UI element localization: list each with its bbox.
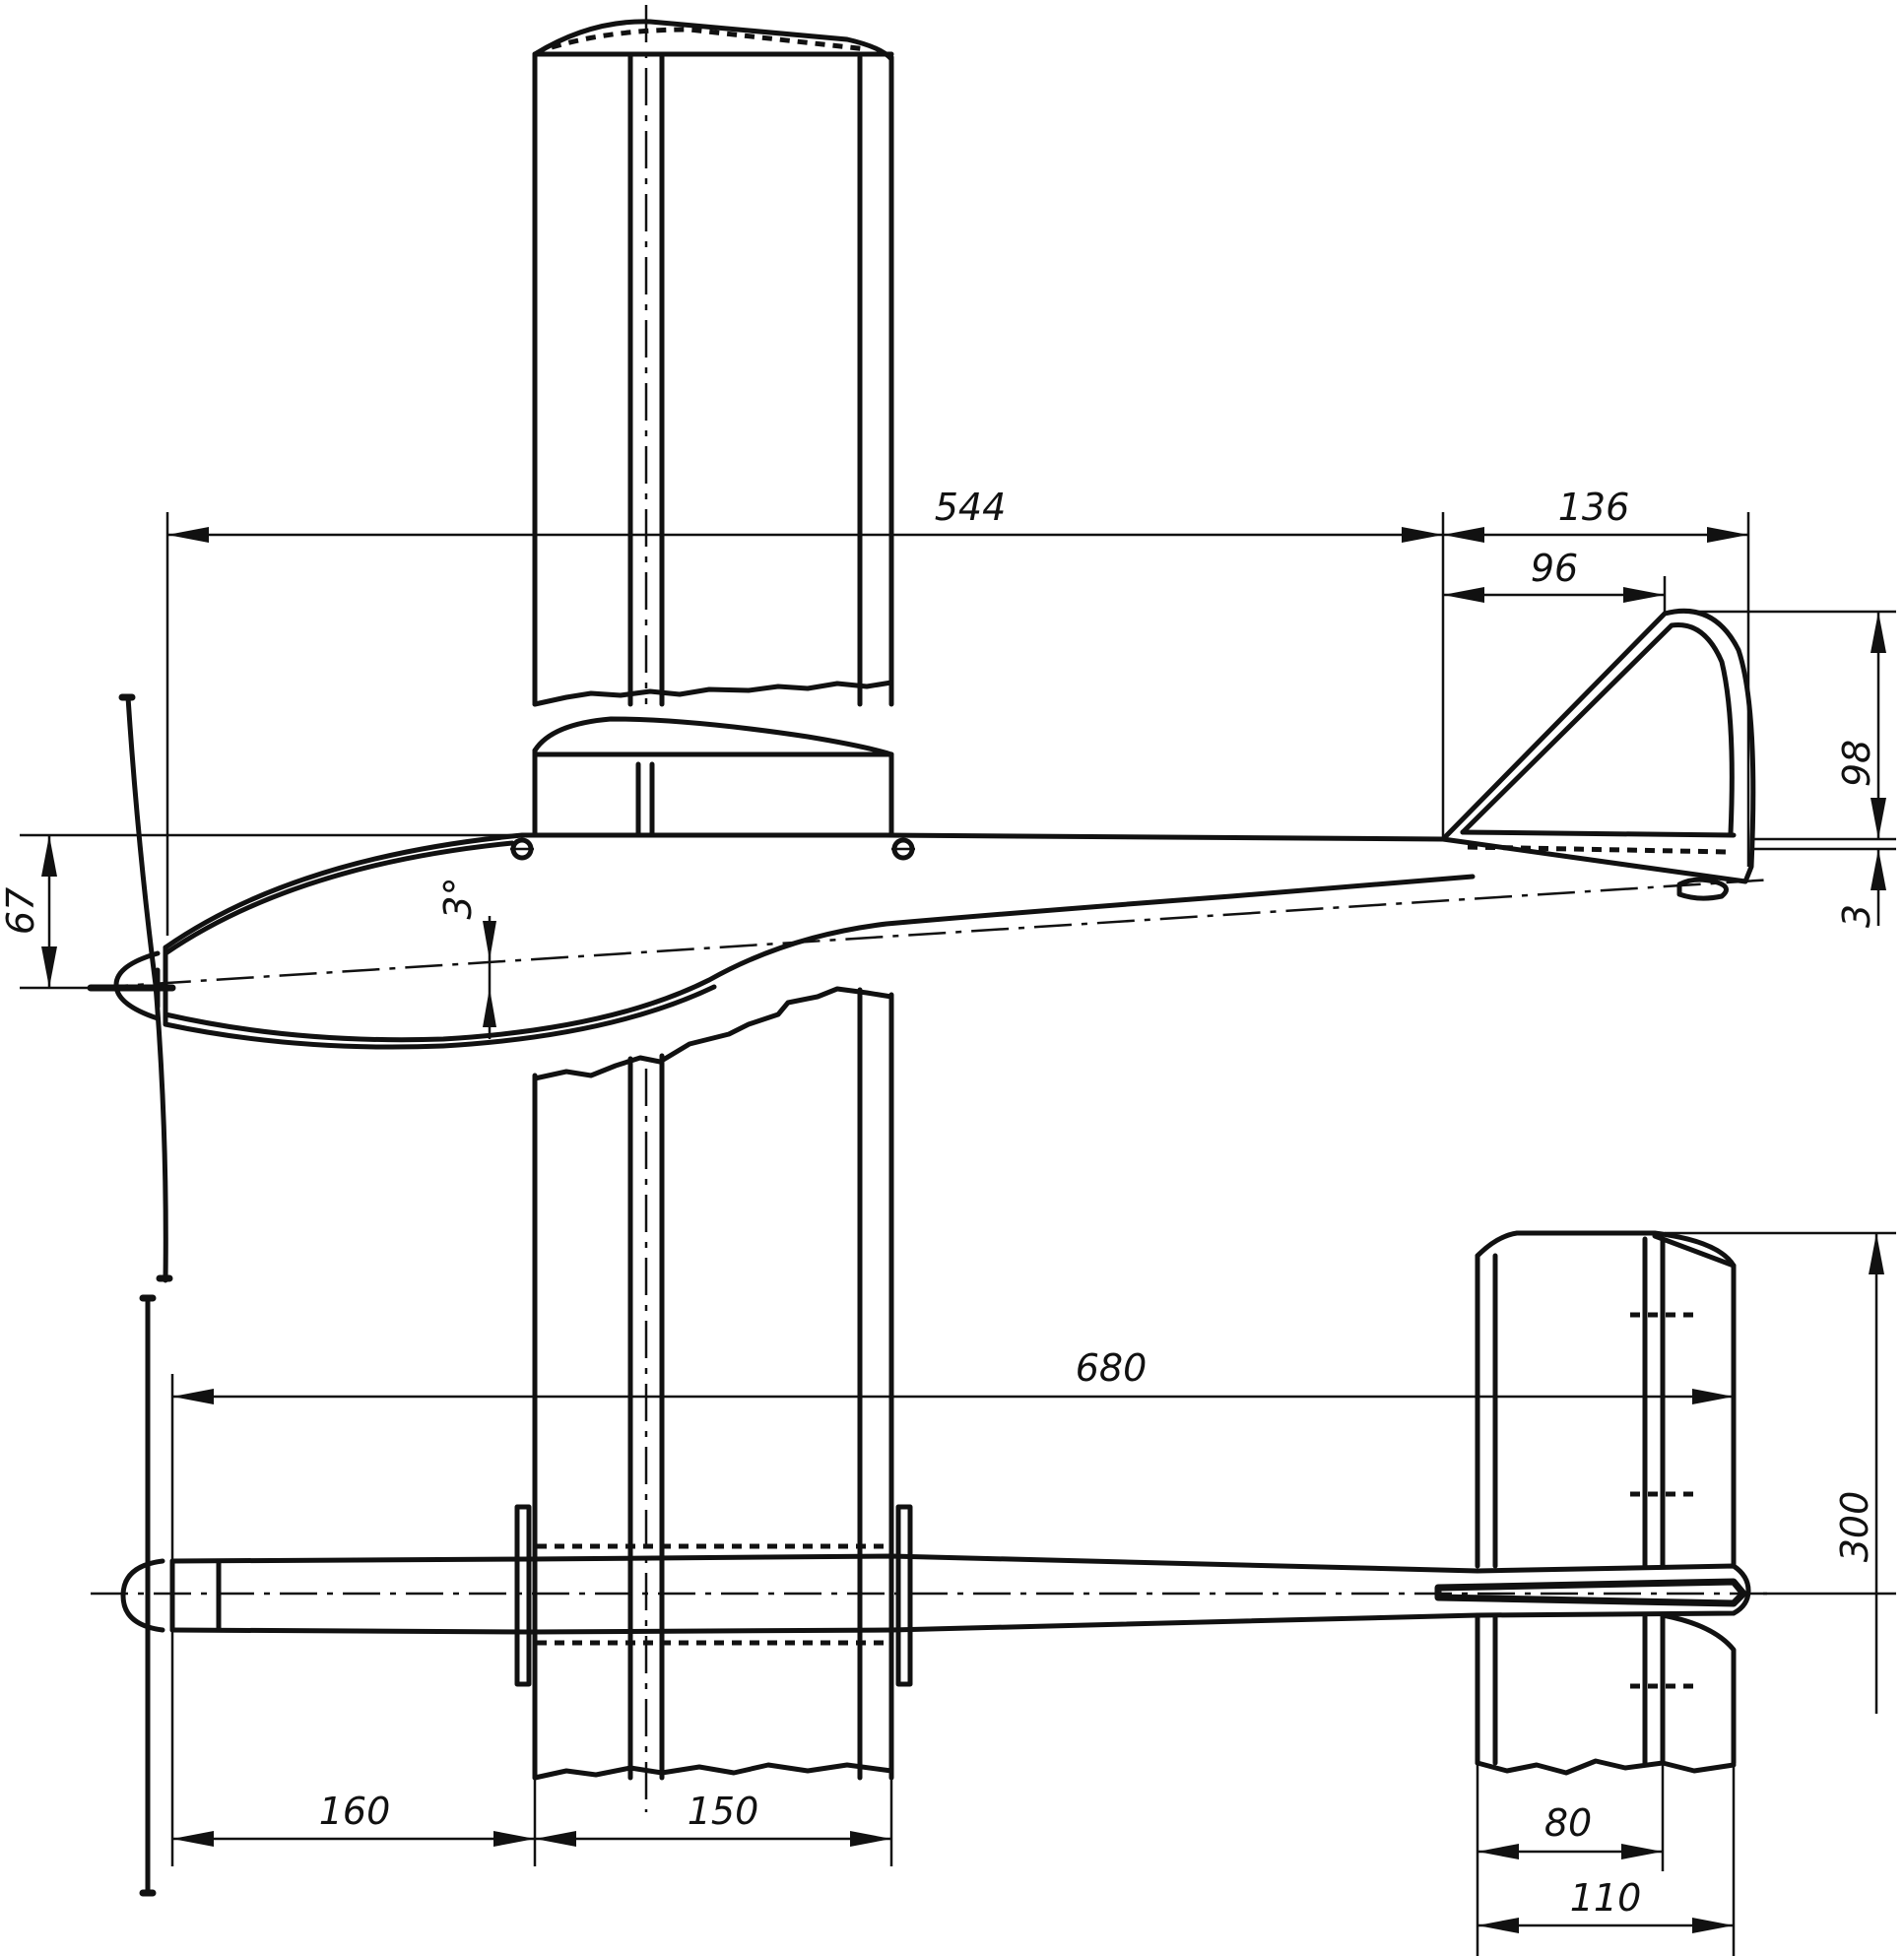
top-view: 680 160 150 80 110 [91, 1069, 1896, 1956]
dim-fin-base: 136 [1443, 486, 1750, 867]
dim-label-680: 680 [1076, 1346, 1148, 1390]
propeller-side [87, 693, 176, 1283]
dim-label-150: 150 [688, 1790, 759, 1833]
dim-label-96: 96 [1531, 547, 1578, 590]
dim-label-300: 300 [1833, 1491, 1876, 1563]
dim-fin-height: 98 3 [1694, 610, 1896, 928]
dim-label-3: 3 [1835, 904, 1878, 928]
stabilizer-top [1475, 1230, 1737, 1776]
dim-fuselage-top: 544 [165, 486, 1445, 936]
wing-root-airfoil [510, 716, 915, 861]
dim-stabilizer-chord: 80 110 [1476, 1763, 1736, 1956]
dim-nose-and-wing: 160 150 [170, 1630, 893, 1866]
dim-fin-top: 96 [1443, 547, 1667, 616]
dim-label-67: 67 [0, 887, 42, 935]
propeller-top [139, 1294, 157, 1897]
dim-label-angle: 3° [436, 877, 480, 919]
wing-top [532, 1069, 894, 1812]
fuselage-side [90, 832, 1774, 1050]
side-view: 544 136 96 98 3 [0, 5, 1896, 1781]
dim-incidence-angle: 3° [436, 877, 496, 1039]
lower-wing-panel [532, 986, 894, 1781]
fin [1440, 608, 1756, 901]
dim-overall-length: 680 [170, 1346, 1736, 1566]
dim-label-98: 98 [1835, 740, 1878, 787]
dim-nose-height: 67 [0, 833, 522, 990]
upper-wing-panel [532, 5, 894, 707]
fuselage-top [91, 1504, 1773, 1687]
dim-stabilizer-span: 300 [1665, 1231, 1896, 1714]
dim-label-110: 110 [1570, 1876, 1642, 1920]
dim-label-544: 544 [935, 486, 1007, 529]
dim-label-160: 160 [319, 1790, 391, 1833]
dim-label-80: 80 [1544, 1801, 1592, 1845]
dim-label-136: 136 [1558, 486, 1630, 529]
